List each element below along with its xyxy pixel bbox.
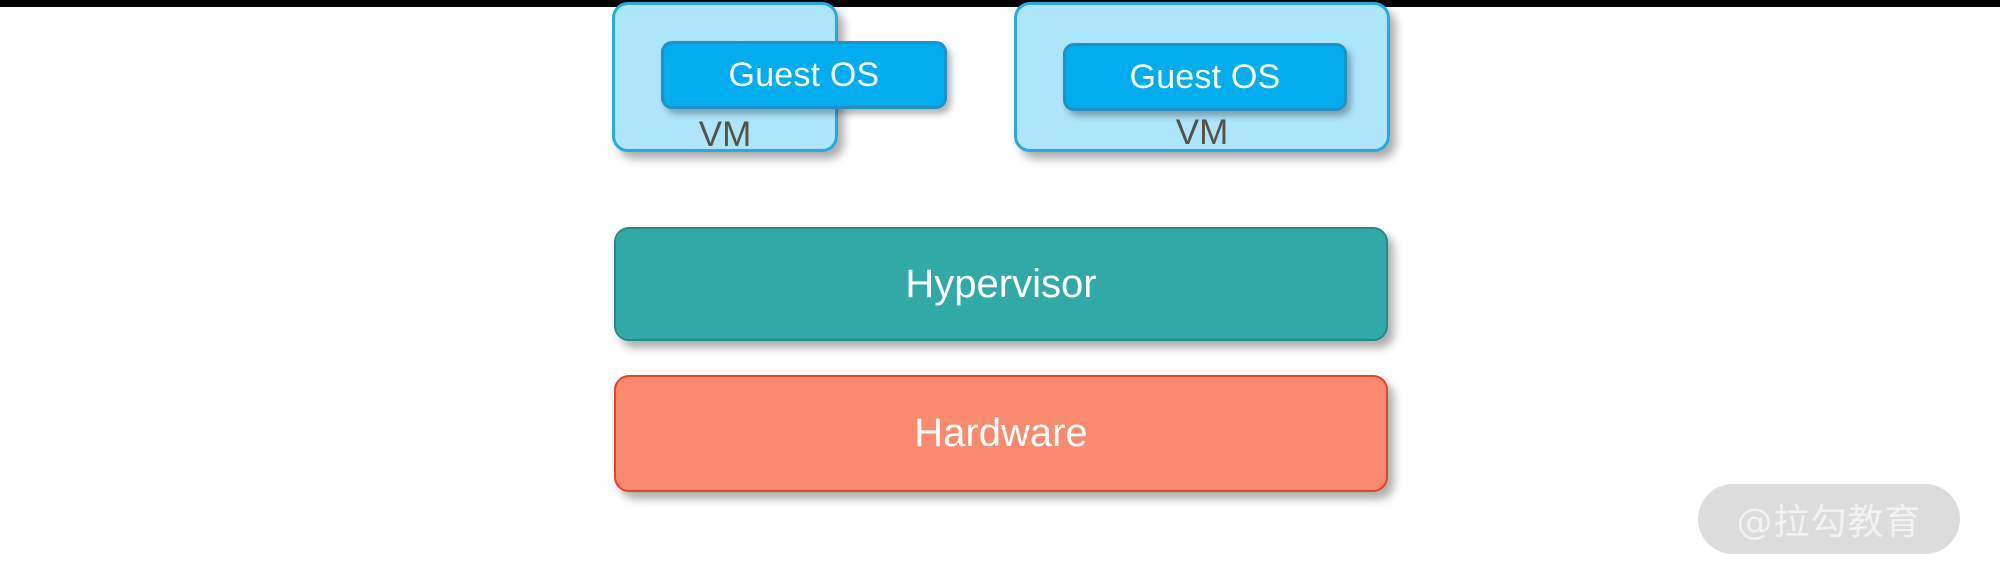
vm-container-2: Guest OS VM [1014,2,1390,152]
guest-os-block-2: Guest OS [1063,43,1347,111]
watermark-badge: @拉勾教育 [1698,484,1960,554]
top-black-strip [0,0,2000,7]
hardware-layer: Hardware [614,375,1388,492]
vm-caption-1: VM [698,115,752,154]
vm-container-1: Guest OS VM [612,2,947,154]
guest-os-block-1: Guest OS [661,41,947,109]
vm-caption-2: VM [1175,113,1229,152]
hypervisor-layer: Hypervisor [614,227,1388,341]
